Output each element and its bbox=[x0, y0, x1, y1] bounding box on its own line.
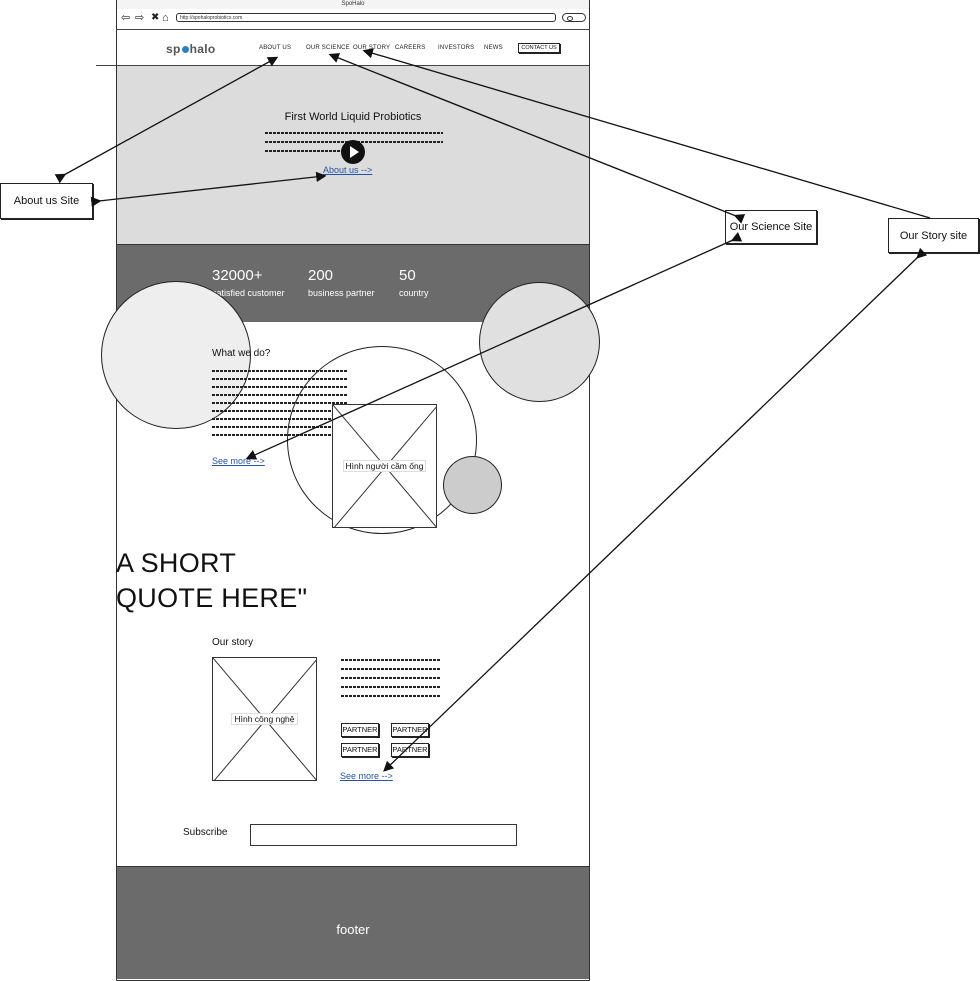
image-placeholder-label: Hình công nghệ bbox=[213, 713, 316, 725]
hero-title: First World Liquid Probiotics bbox=[284, 111, 422, 123]
subscribe-label: Subscribe bbox=[183, 827, 228, 838]
partner-badge: PARTNER bbox=[391, 743, 429, 757]
partner-badge: PARTNER bbox=[341, 743, 379, 757]
stat-countries-label: country bbox=[399, 288, 429, 298]
logo-text-right: halo bbox=[189, 42, 216, 56]
contact-us-button[interactable]: CONTACT US bbox=[518, 43, 560, 53]
our-story-title: Our story bbox=[212, 637, 254, 648]
nav-careers[interactable]: CAREERS bbox=[395, 45, 426, 51]
stat-partners-label: business partner bbox=[308, 288, 375, 298]
play-video-button[interactable] bbox=[341, 140, 365, 164]
stat-countries-value: 50 bbox=[399, 267, 416, 284]
forward-icon[interactable]: ⇨ bbox=[135, 12, 145, 24]
our-story-text-line bbox=[341, 659, 441, 661]
what-we-do-text-line bbox=[212, 426, 332, 428]
image-placeholder-person: Hình người cầm ống bbox=[332, 404, 437, 528]
decor-circle-right bbox=[479, 282, 600, 402]
stat-partners-value: 200 bbox=[308, 267, 334, 284]
what-we-do-text-line bbox=[212, 402, 348, 404]
nav-investors[interactable]: INVESTORS bbox=[438, 45, 475, 51]
close-icon[interactable]: ✖ bbox=[151, 12, 160, 23]
hero-text-line bbox=[265, 132, 443, 134]
decor-circle-left bbox=[101, 281, 251, 429]
about-us-link[interactable]: About us --> bbox=[323, 165, 373, 175]
search-icon[interactable] bbox=[562, 13, 586, 22]
logo-dot-icon bbox=[181, 46, 189, 54]
our-story-text-line bbox=[341, 668, 441, 670]
partner-badge: PARTNER bbox=[341, 723, 379, 737]
our-story-text-line bbox=[341, 677, 441, 679]
nav-our-story[interactable]: OUR STORY bbox=[353, 45, 391, 51]
stat-customers-value: 32000+ bbox=[212, 267, 263, 284]
home-icon[interactable]: ⌂ bbox=[162, 12, 169, 24]
partner-badge: PARTNER bbox=[391, 723, 429, 737]
image-placeholder-label: Hình người cầm ống bbox=[333, 460, 436, 472]
logo-text-left: sp bbox=[166, 42, 181, 56]
footer-text: footer bbox=[336, 922, 370, 937]
what-we-do-title: What we do? bbox=[212, 348, 271, 359]
our-story-text-line bbox=[341, 686, 441, 688]
what-we-do-text-line bbox=[212, 378, 348, 380]
image-placeholder-technology: Hình công nghệ bbox=[212, 657, 317, 781]
what-we-do-text-line bbox=[212, 370, 348, 372]
what-we-do-text-line bbox=[212, 394, 348, 396]
what-we-do-text-line bbox=[212, 410, 348, 412]
footer bbox=[117, 866, 589, 979]
our-story-text-line bbox=[341, 695, 441, 697]
our-story-see-more-link[interactable]: See more --> bbox=[340, 771, 393, 781]
back-icon[interactable]: ⇦ bbox=[121, 12, 131, 24]
nav-about-us[interactable]: ABOUT US bbox=[259, 45, 292, 51]
quote: A SHORT QUOTE HERE" bbox=[116, 546, 307, 616]
annotation-our-story-site: Our Story site bbox=[888, 218, 979, 253]
nav-news[interactable]: NEWS bbox=[484, 45, 503, 51]
quote-line-1: A SHORT bbox=[116, 548, 237, 578]
nav-our-science[interactable]: OUR SCIENCE bbox=[306, 45, 350, 51]
hero-text-line bbox=[265, 150, 345, 152]
address-bar[interactable]: http://spohaloprobiotics.com bbox=[176, 13, 556, 22]
what-we-do-text-line bbox=[212, 386, 348, 388]
annotation-our-science-site: Our Science Site bbox=[725, 210, 817, 244]
what-we-do-text-line bbox=[212, 418, 332, 420]
decor-circle-small bbox=[443, 456, 502, 514]
subscribe-email-input[interactable] bbox=[250, 824, 517, 846]
browser-toolbar: ⇦ ⇨ ✖ ⌂ http://spohaloprobiotics.com bbox=[117, 9, 589, 30]
quote-line-2: QUOTE HERE" bbox=[116, 583, 308, 613]
what-we-do-text-line bbox=[212, 434, 332, 436]
what-we-do-see-more-link[interactable]: See more --> bbox=[212, 456, 265, 466]
annotation-about-us-site: About us Site bbox=[0, 183, 93, 219]
